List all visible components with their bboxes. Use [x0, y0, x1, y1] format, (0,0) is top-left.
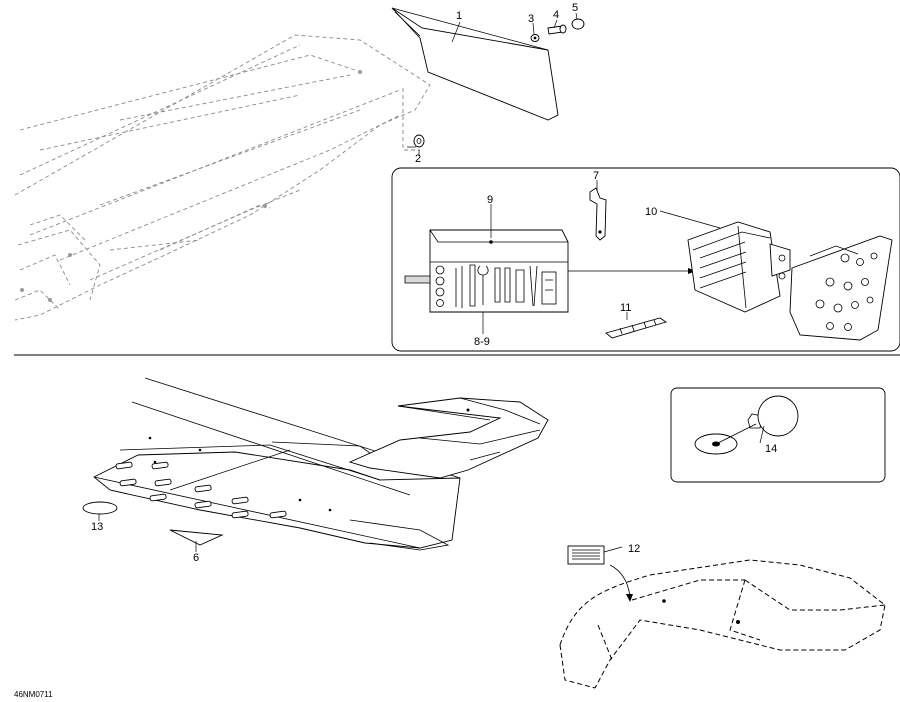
callout-2: 2 — [415, 153, 421, 165]
reflector-part-13 — [82, 501, 118, 515]
washer-part-2 — [407, 134, 425, 148]
callout-5: 5 — [572, 2, 578, 14]
callout-12: 12 — [628, 543, 640, 555]
callout-14: 14 — [765, 443, 777, 455]
leader-lines — [98, 12, 765, 553]
arrow-kit-to-bag — [568, 268, 696, 274]
diagram-code: 46NM0711 — [14, 690, 53, 699]
tool-kit-part-9 — [404, 229, 569, 313]
mud-flap-part — [391, 7, 559, 121]
screw-part-4 — [547, 24, 567, 35]
vent-part-12 — [567, 545, 605, 565]
nut-part-3 — [530, 34, 540, 42]
tunnel-outline — [14, 34, 431, 321]
callout-4: 4 — [553, 9, 559, 21]
detail-inset-14 — [670, 387, 886, 483]
tool-bag-part-10 — [687, 221, 893, 341]
callout-11: 11 — [620, 302, 631, 314]
callout-3: 3 — [528, 13, 534, 25]
decal-part-6 — [169, 529, 224, 546]
ring-part-5 — [571, 18, 585, 30]
running-board — [93, 377, 461, 551]
rear-bumper — [348, 397, 549, 479]
callout-6: 6 — [193, 552, 199, 564]
tool-kit-panel — [391, 167, 900, 352]
wrench-part-7 — [589, 187, 607, 241]
strap-part-11 — [605, 317, 668, 339]
callout-13: 13 — [91, 521, 103, 533]
callout-1: 1 — [456, 10, 462, 22]
callout-10: 10 — [645, 206, 657, 218]
callout-8-9: 8-9 — [474, 336, 490, 348]
hood-outline — [559, 559, 886, 689]
arrow-vent-to-hood — [609, 564, 631, 598]
callout-9: 9 — [487, 194, 493, 206]
callout-7: 7 — [593, 170, 599, 182]
